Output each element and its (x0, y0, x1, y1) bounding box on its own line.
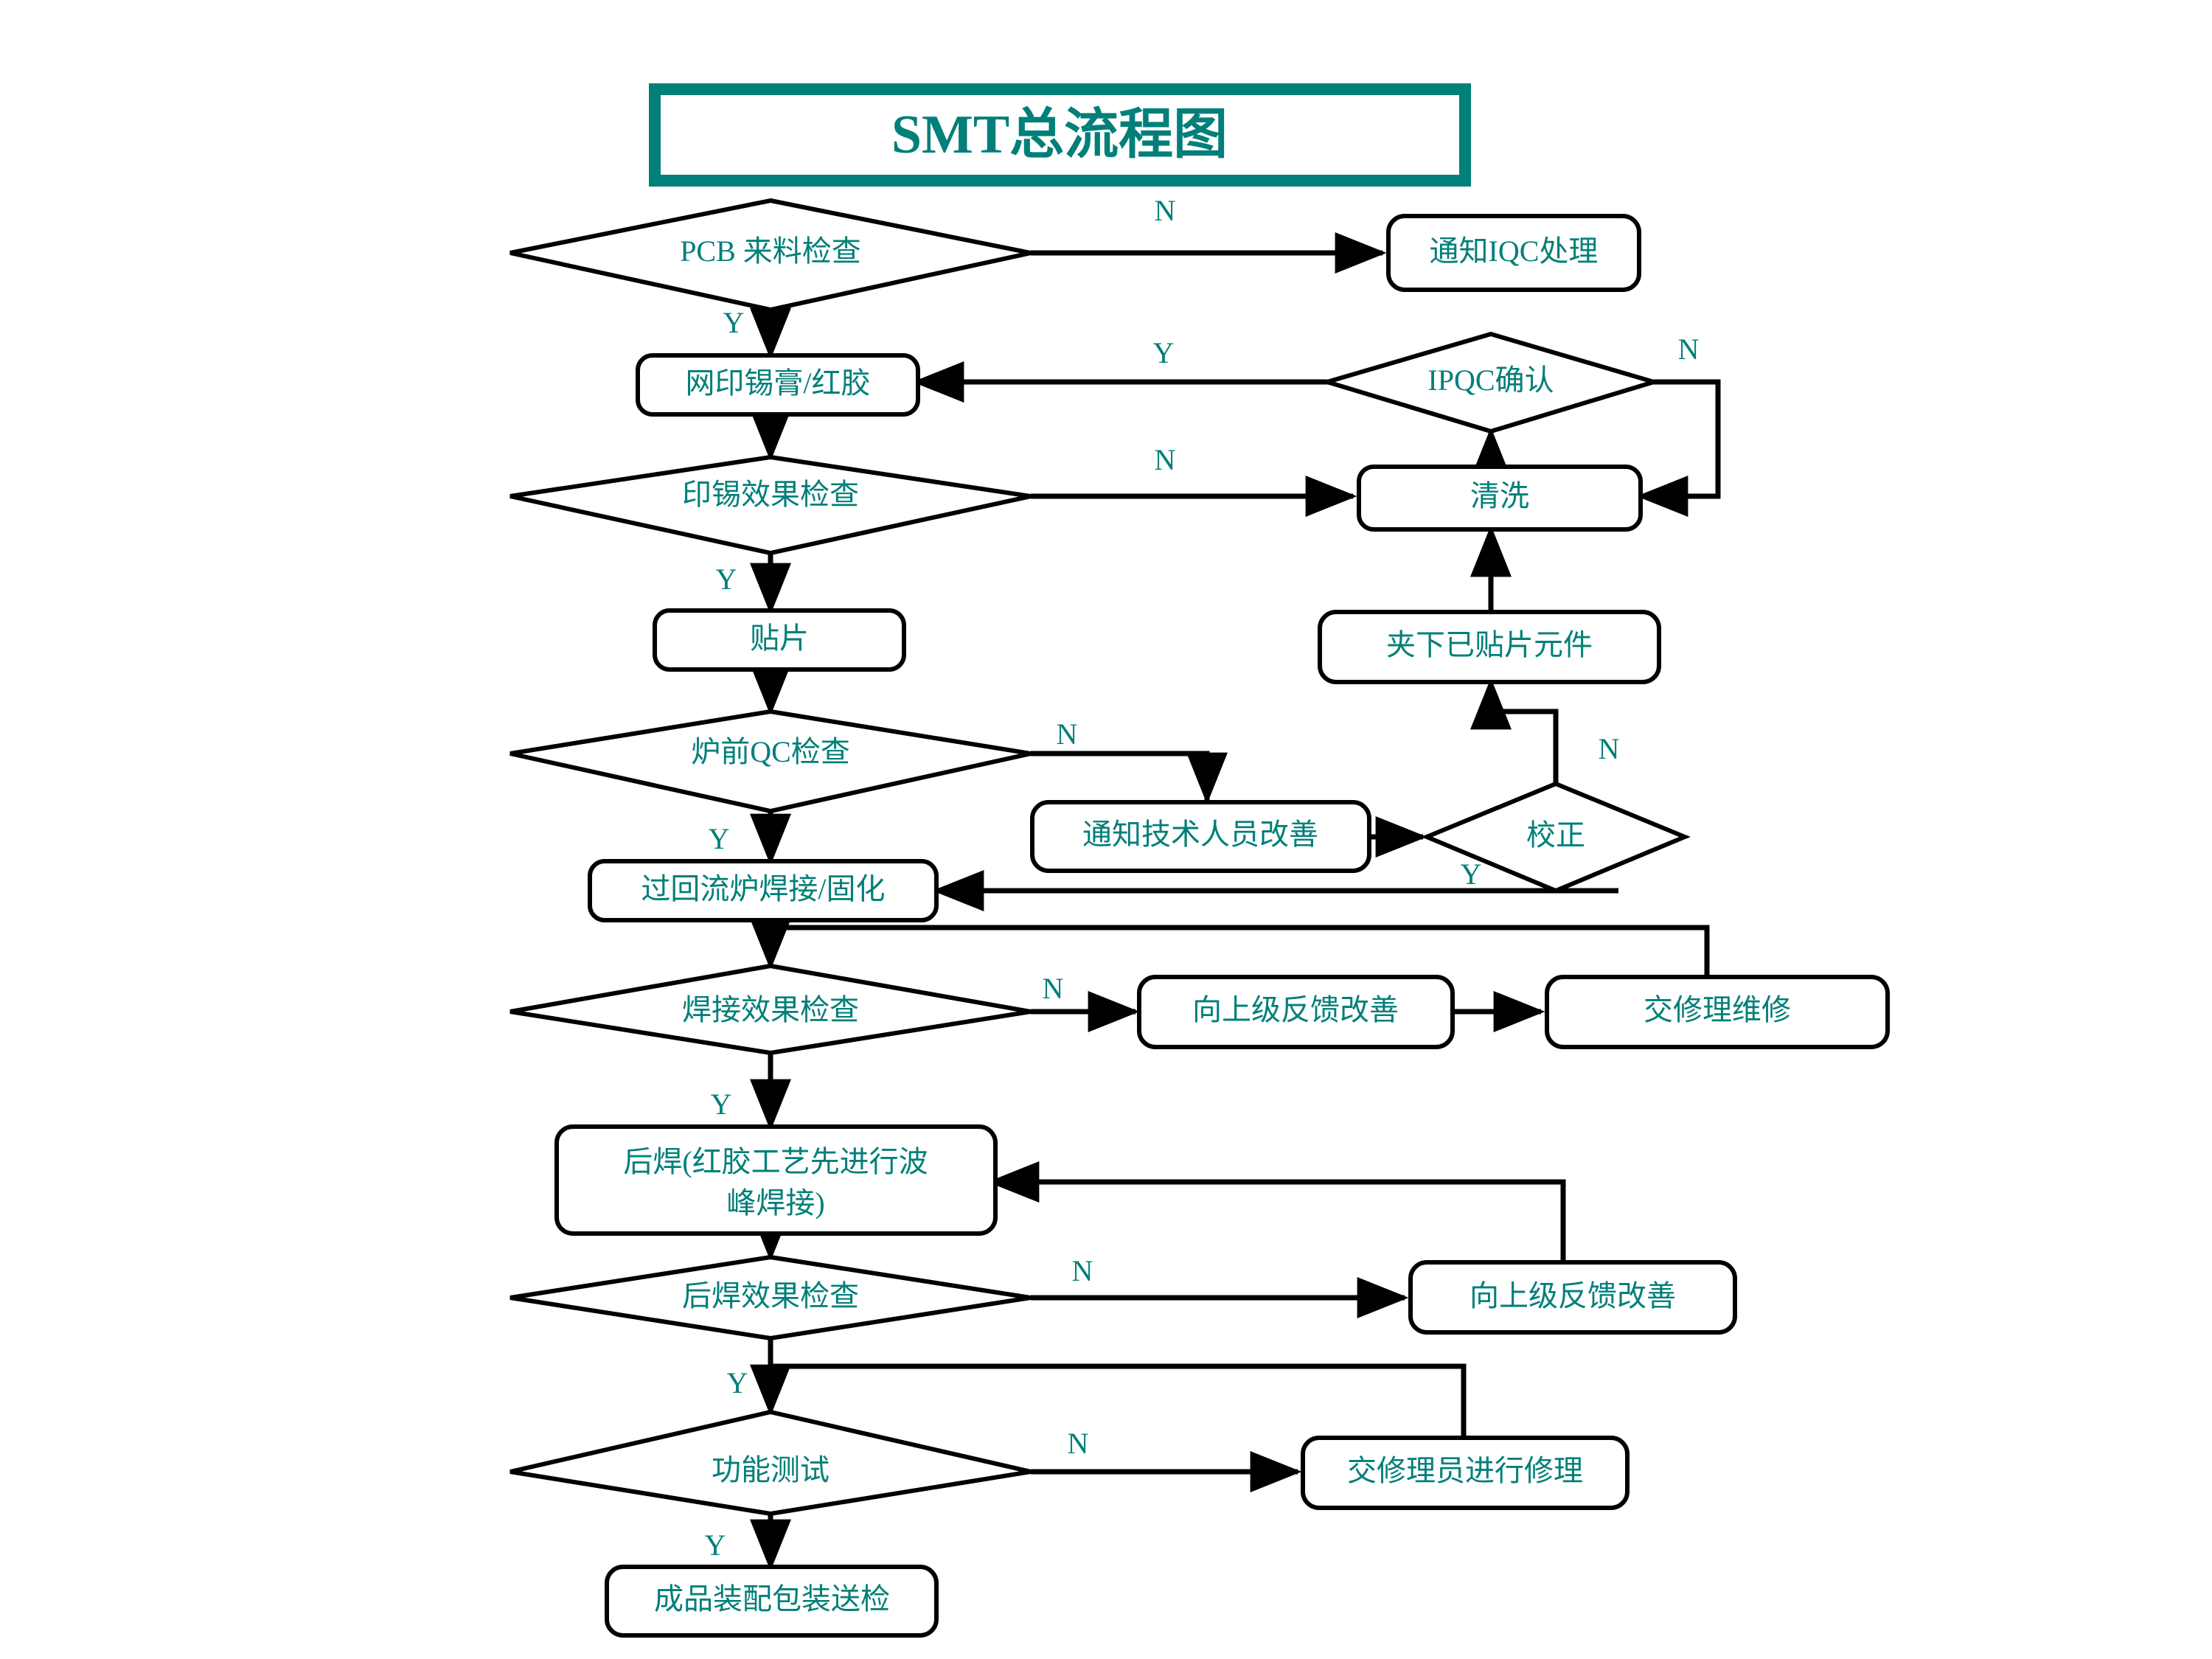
edge-ipqc-no-to-clean (1636, 379, 1721, 517)
edge-label-correct-no: N (1599, 732, 1620, 765)
node-label: 通知技术人员改善 (1082, 818, 1318, 851)
node-ipqc-confirm[interactable]: IPQC确认 (1319, 331, 1662, 434)
node-notify-technician[interactable]: 通知技术人员改善 (1030, 800, 1371, 873)
edge-correct-no-to-removed (1470, 678, 1559, 784)
edge-label-printcheck-yes: Y (716, 563, 737, 596)
edge-label-printcheck-no: N (1155, 443, 1176, 476)
node-label: 后焊效果检查 (682, 1279, 859, 1312)
edge-label-ipqc-no: N (1678, 333, 1700, 366)
node-notify-iqc[interactable]: 通知IQC处理 (1386, 214, 1641, 292)
node-post-solder[interactable]: 后焊(红胶工艺先进行波 峰焊接) (554, 1124, 998, 1236)
node-label: 交修理维修 (1644, 993, 1791, 1026)
node-reflow-solder[interactable]: 过回流炉焊接/固化 (588, 859, 939, 922)
edge-label-ipqc-yes: Y (1153, 336, 1175, 369)
node-label: 向上级反馈改善 (1192, 993, 1399, 1026)
node-label: 网印锡膏/红胶 (685, 366, 870, 400)
node-label: 贴片 (750, 622, 809, 655)
edge-label-functest-yes: Y (705, 1528, 726, 1562)
edge-feedback2-to-postweld (987, 1161, 1566, 1262)
edge-qc-no-to-notify (1031, 751, 1228, 804)
node-feedback-to-supervisor-2[interactable]: 向上级反馈改善 (1408, 1260, 1737, 1335)
node-label: IPQC确认 (1427, 364, 1554, 397)
node-pre-oven-qc[interactable]: 炉前QC检查 (509, 709, 1032, 814)
title-inner (661, 95, 1459, 175)
node-label-line2: 峰焊接) (726, 1186, 824, 1220)
node-functional-test[interactable]: 功能测试 (509, 1409, 1032, 1517)
edge-label-weldcheck-yes: Y (711, 1088, 732, 1121)
node-send-to-repairman[interactable]: 交修理员进行修理 (1301, 1436, 1630, 1510)
edge-label-functest-no: N (1068, 1427, 1089, 1460)
node-post-solder-check[interactable]: 后焊效果检查 (509, 1254, 1032, 1341)
edge-label-postcheck-yes: Y (727, 1366, 748, 1399)
node-label: 交修理员进行修理 (1347, 1454, 1583, 1487)
node-label: 清洗 (1470, 479, 1529, 512)
edge-label-qc-yes: Y (709, 822, 730, 855)
edge-label-pcb-yes: Y (723, 306, 745, 339)
node-label: 通知IQC处理 (1430, 234, 1599, 268)
node-solder-quality-check[interactable]: 焊接效果检查 (509, 963, 1032, 1056)
node-label: 炉前QC检查 (691, 735, 850, 768)
edge-label-qc-no: N (1057, 717, 1078, 751)
node-label: 夹下已贴片元件 (1386, 628, 1593, 661)
node-label: 校正 (1526, 818, 1585, 852)
node-send-to-repair[interactable]: 交修理维修 (1545, 975, 1890, 1049)
title-box: SMT总流程图 (649, 83, 1471, 187)
page-title: SMT总流程图 (891, 105, 1228, 165)
node-final-assembly-packaging[interactable]: 成品装配包装送检 (605, 1565, 939, 1638)
node-label: 印锡效果检查 (682, 478, 859, 511)
node-calibrate[interactable]: 校正 (1421, 781, 1691, 894)
node-label: 成品装配包装送检 (654, 1582, 890, 1615)
node-print-quality-check[interactable]: 印锡效果检查 (509, 454, 1032, 556)
node-label: 向上级反馈改善 (1470, 1279, 1676, 1312)
node-placement[interactable]: 贴片 (653, 608, 906, 672)
node-label: 功能测试 (712, 1453, 830, 1486)
edge-label-weldcheck-no: N (1043, 972, 1064, 1005)
node-label: 过回流炉焊接/固化 (641, 872, 885, 905)
node-label: 焊接效果检查 (682, 993, 859, 1026)
node-clean[interactable]: 清洗 (1357, 465, 1643, 532)
node-pcb-incoming-check[interactable]: PCB 来料检查 (509, 198, 1032, 313)
node-label: PCB 来料检查 (680, 234, 861, 268)
node-remove-placed-parts[interactable]: 夹下已贴片元件 (1318, 610, 1661, 684)
edge-label-postcheck-no: N (1072, 1254, 1093, 1287)
node-label-line1: 后焊(红胶工艺先进行波 (623, 1145, 928, 1178)
edge-label-pcb-no: N (1155, 194, 1176, 227)
edge-label-correct-yes: Y (1461, 858, 1482, 891)
edge-fixrepair-to-functest-line (771, 1363, 1467, 1460)
edge-repair-to-reflow (771, 925, 1710, 992)
node-screen-print[interactable]: 网印锡膏/红胶 (636, 353, 920, 417)
node-feedback-to-supervisor-1[interactable]: 向上级反馈改善 (1137, 975, 1455, 1049)
